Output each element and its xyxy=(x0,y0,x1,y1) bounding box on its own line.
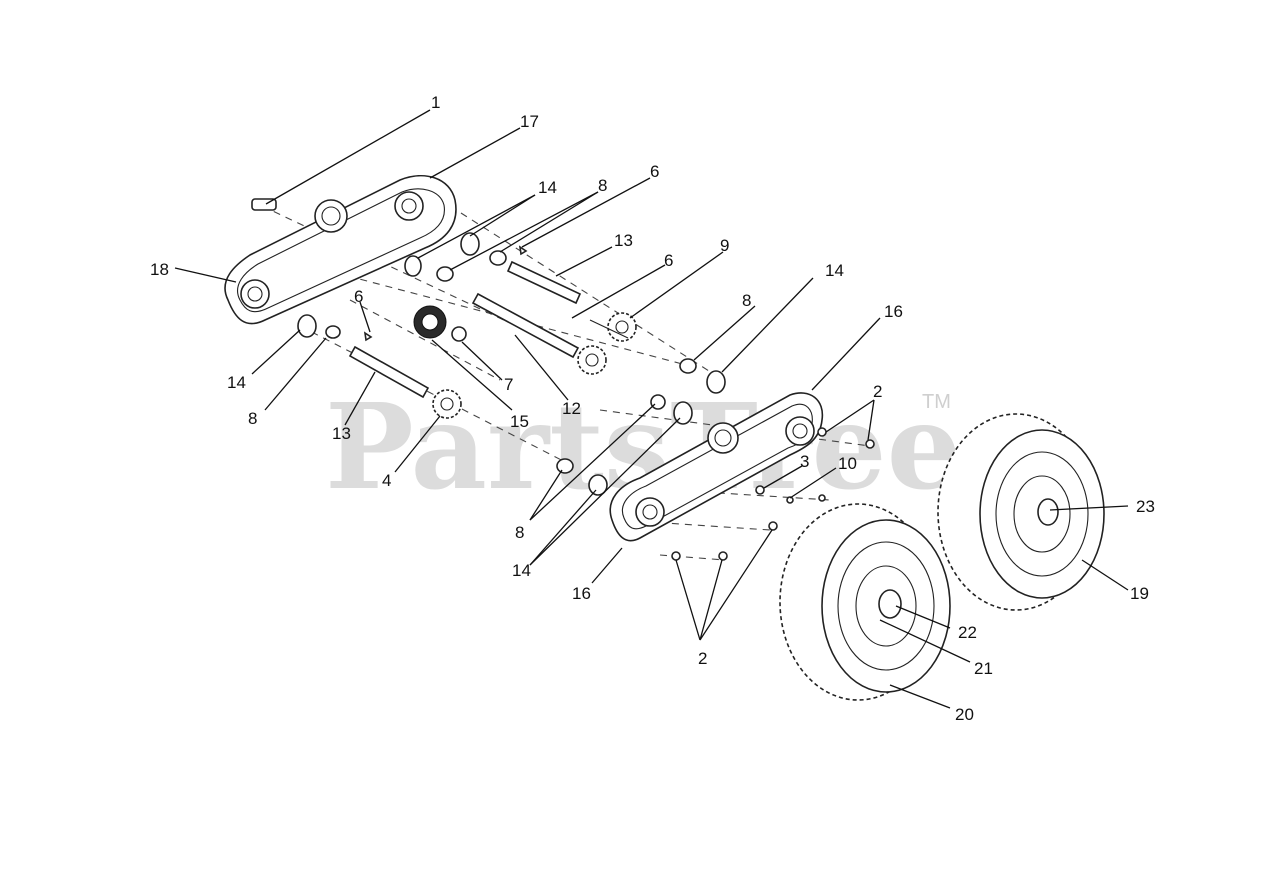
callout-22: 22 xyxy=(958,623,977,642)
callout-3: 3 xyxy=(800,452,809,471)
axle-shafts xyxy=(348,260,582,399)
left-hardware xyxy=(297,232,528,342)
callout-17: 17 xyxy=(520,112,539,131)
right-hardware xyxy=(556,358,726,496)
left-chain-case xyxy=(224,175,457,325)
callout-14: 14 xyxy=(538,178,557,197)
callout-13: 13 xyxy=(332,424,351,443)
callout-14: 14 xyxy=(825,261,844,280)
callout-6: 6 xyxy=(650,162,659,181)
callout-13: 13 xyxy=(614,231,633,250)
callout-8: 8 xyxy=(515,523,524,542)
callout-16: 16 xyxy=(572,584,591,603)
callout-15: 15 xyxy=(510,412,529,431)
drive-sprockets xyxy=(432,312,637,419)
callout-2: 2 xyxy=(873,382,882,401)
trademark-mark: TM xyxy=(922,391,951,413)
callout-6: 6 xyxy=(664,251,673,270)
callout-8: 8 xyxy=(598,176,607,195)
callout-14: 14 xyxy=(512,561,531,580)
callout-12: 12 xyxy=(562,399,581,418)
callout-16: 16 xyxy=(884,302,903,321)
callout-19: 19 xyxy=(1130,584,1149,603)
callout-9: 9 xyxy=(720,236,729,255)
callout-8: 8 xyxy=(742,291,751,310)
fasteners xyxy=(671,427,875,561)
callout-1: 1 xyxy=(431,93,440,112)
callout-21: 21 xyxy=(974,659,993,678)
callout-4: 4 xyxy=(382,471,391,490)
callout-18: 18 xyxy=(150,260,169,279)
leader-lines xyxy=(174,109,1129,709)
idler-sprocket xyxy=(413,305,447,339)
callout-23: 23 xyxy=(1136,497,1155,516)
callout-20: 20 xyxy=(955,705,974,724)
callout-14: 14 xyxy=(227,373,246,392)
callout-8: 8 xyxy=(248,409,257,428)
callout-2: 2 xyxy=(698,649,707,668)
rear-wheel xyxy=(937,413,1105,611)
callout-6: 6 xyxy=(354,287,363,306)
front-wheel xyxy=(779,503,951,701)
callout-labels: 1 17 14 8 6 13 18 6 9 14 6 8 16 14 8 7 1… xyxy=(150,93,1155,724)
callout-7: 7 xyxy=(504,375,513,394)
right-chain-case xyxy=(609,392,824,542)
callout-10: 10 xyxy=(838,454,857,473)
